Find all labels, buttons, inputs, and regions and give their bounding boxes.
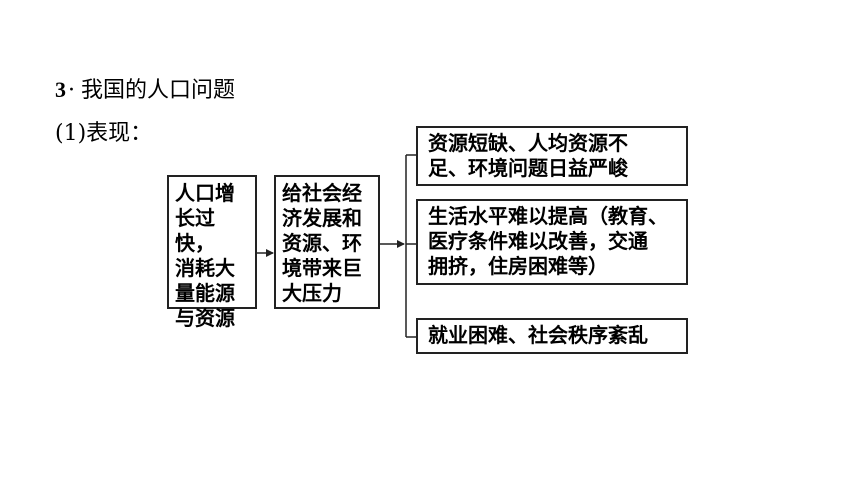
result-box-living-standard: 生活水平难以提高（教育、 医疗条件难以改善，交通 拥挤，住房困难等） xyxy=(416,199,688,285)
result-text-resources: 资源短缺、人均资源不 足、环境问题日益严峻 xyxy=(428,131,628,180)
result-text-employment: 就业困难、社会秩序紊乱 xyxy=(428,323,648,347)
section-number: 3 xyxy=(55,77,66,102)
section-heading: 3·我国的人口问题 xyxy=(55,76,235,105)
section-dot: · xyxy=(68,78,75,103)
section-title: 我国的人口问题 xyxy=(81,78,236,103)
subheading: (1)表现： xyxy=(55,121,153,146)
cause-text: 人口增 长过快， 消耗大 量能源 与资源 xyxy=(175,181,235,330)
result-box-employment: 就业困难、社会秩序紊乱 xyxy=(416,318,688,354)
result-text-living-standard: 生活水平难以提高（教育、 医疗条件难以改善，交通 拥挤，住房困难等） xyxy=(428,204,668,278)
result-box-resources: 资源短缺、人均资源不 足、环境问题日益严峻 xyxy=(416,126,688,186)
cause-box: 人口增 长过快， 消耗大 量能源 与资源 xyxy=(167,175,257,330)
pressure-text: 给社会经 济发展和 资源、环 境带来巨 大压力 xyxy=(282,181,362,305)
pressure-box: 给社会经 济发展和 资源、环 境带来巨 大压力 xyxy=(274,175,380,309)
